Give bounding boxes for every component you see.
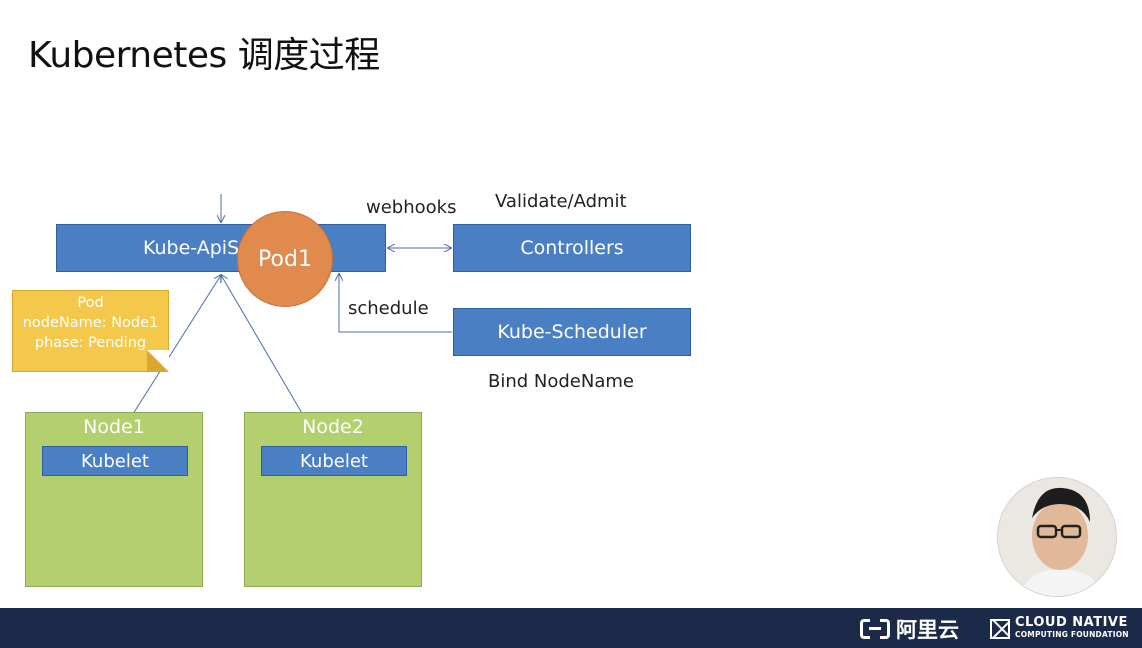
validate-admit-label: Validate/Admit: [495, 191, 627, 212]
node2-kubelet-label: Kubelet: [300, 450, 368, 472]
controllers-label: Controllers: [520, 237, 624, 259]
note-line-nodename: nodeName: Node1: [22, 315, 159, 331]
cncf-logo: CLOUD NATIVE COMPUTING FOUNDATION: [990, 615, 1129, 640]
note-line-pod: Pod: [77, 295, 104, 311]
footer-bar: 阿里云 CLOUD NATIVE COMPUTING FOUNDATION: [0, 608, 1142, 648]
pod1-label: Pod1: [258, 246, 312, 272]
kube-apiserver-box: Kube-ApiS: [56, 224, 386, 272]
cncf-icon: [990, 619, 1010, 639]
note-line-phase: phase: Pending: [34, 335, 147, 351]
pod-status-note: Pod nodeName: Node1 phase: Pending: [12, 290, 169, 372]
alibaba-cloud-icon: [860, 619, 890, 639]
alibaba-cloud-logo: 阿里云: [860, 614, 959, 644]
pod1-circle: Pod1: [237, 211, 333, 307]
slide-title: Kubernetes 调度过程: [28, 35, 380, 76]
alibaba-cloud-text: 阿里云: [896, 618, 959, 642]
node1-kubelet-label: Kubelet: [81, 450, 149, 472]
node1-title: Node1: [83, 416, 145, 438]
presenter-video-avatar: [997, 477, 1117, 597]
controllers-box: Controllers: [453, 224, 691, 272]
node1-kubelet: Kubelet: [42, 446, 188, 476]
kube-scheduler-label: Kube-Scheduler: [497, 321, 647, 343]
kube-scheduler-box: Kube-Scheduler: [453, 308, 691, 356]
cncf-line1: CLOUD NATIVE: [1015, 615, 1128, 630]
kube-apiserver-label: Kube-ApiS: [143, 237, 240, 259]
node2-kubelet: Kubelet: [261, 446, 407, 476]
arrow-scheduler-apiserver: [339, 274, 452, 333]
bind-nodename-label: Bind NodeName: [488, 371, 634, 392]
cncf-line2: COMPUTING FOUNDATION: [1015, 630, 1129, 639]
note-fold: [147, 350, 169, 372]
webhooks-label: webhooks: [366, 197, 457, 218]
node2-title: Node2: [302, 416, 364, 438]
presenter-silhouette-icon: [998, 478, 1116, 596]
node2-box: Node2 Kubelet: [244, 412, 422, 587]
node1-box: Node1 Kubelet: [25, 412, 203, 587]
schedule-label: schedule: [348, 298, 429, 319]
